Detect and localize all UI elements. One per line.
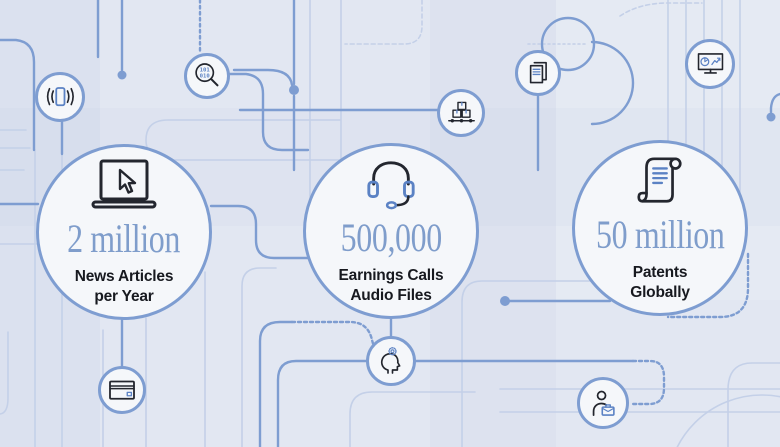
stat-circle-patents: 50 million Patents Globally (572, 140, 748, 316)
patent-scroll-icon (637, 157, 682, 203)
decor-circle-documents (515, 50, 561, 96)
businessperson-icon (592, 390, 615, 416)
decor-circle-monitor (685, 39, 735, 89)
stat-label-line: News Articles (74, 268, 174, 286)
documents-icon (529, 61, 547, 84)
stat-label: News Articles per Year (74, 267, 174, 306)
ai-head-gear-icon (380, 347, 401, 374)
decor-circle-search: 101 010 (184, 53, 230, 99)
stat-label-line: per Year (94, 287, 154, 305)
stat-value-text: 500,000 (340, 215, 442, 261)
decor-circle-ai-head (366, 336, 416, 386)
decor-circle-phone (35, 72, 85, 122)
shipment-network-icon (447, 101, 475, 123)
trace-node-dots (117, 70, 776, 306)
stat-value: 50 million (580, 215, 741, 255)
stat-label: Earnings Calls Audio Files (339, 266, 444, 305)
decor-circle-network (437, 89, 485, 137)
stat-value: 500,000 (328, 218, 455, 258)
binary-text-line1: 101 (200, 68, 211, 74)
stat-value-text: 50 million (595, 212, 725, 258)
phone-signal-icon (46, 87, 74, 107)
stat-value-text: 2 million (67, 216, 181, 262)
stat-value: 2 million (53, 219, 194, 259)
dashboard-monitor-icon (697, 52, 723, 74)
stat-label-line: Audio Files (350, 286, 432, 304)
stat-label-line: Globally (630, 283, 690, 301)
headset-icon (367, 161, 415, 210)
decor-circle-credit-card (98, 366, 146, 414)
stat-label-line: Earnings Calls (338, 267, 444, 285)
stat-circle-earnings-calls: 500,000 Earnings Calls Audio Files (303, 143, 479, 319)
stat-label-line: Patents (632, 264, 688, 282)
stat-circle-news-articles: 2 million News Articles per Year (36, 144, 212, 320)
credit-card-icon (109, 380, 135, 400)
search-binary-icon: 101 010 (195, 63, 219, 87)
binary-text-line2: 010 (200, 74, 211, 80)
stat-label: Patents Globally (630, 263, 690, 302)
laptop-cursor-icon (91, 159, 157, 209)
decor-circle-businessperson (577, 377, 629, 429)
